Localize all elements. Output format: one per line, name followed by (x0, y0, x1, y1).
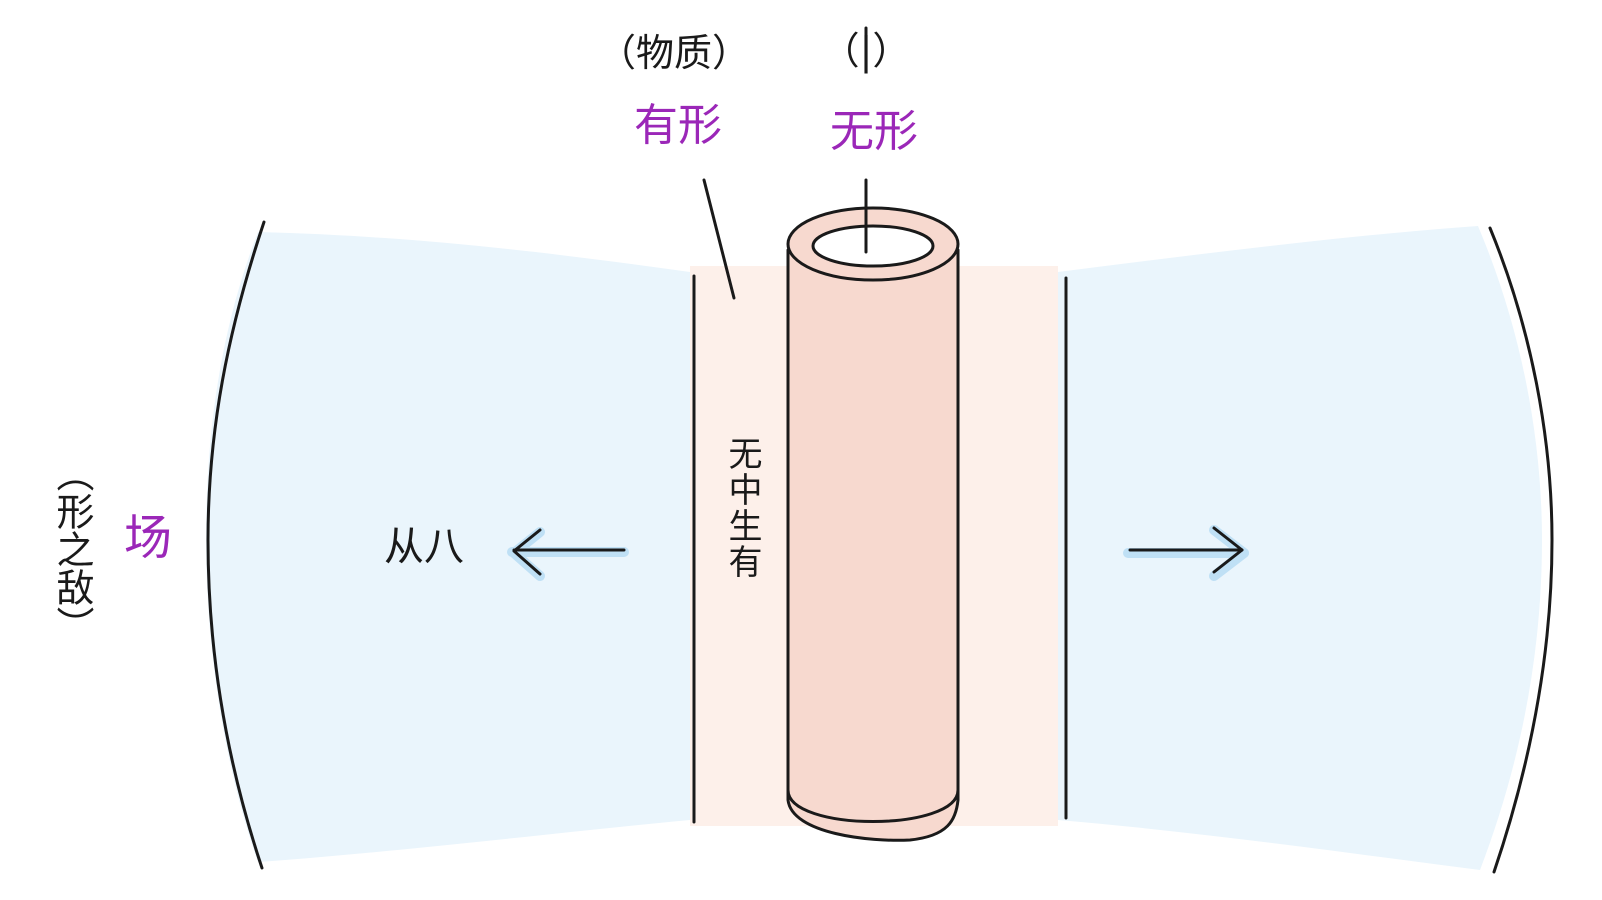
label-matter-bracket: （物质） (598, 31, 750, 75)
right-outer-boundary (1488, 226, 1554, 874)
left-field-region (206, 232, 690, 862)
right-field-region (1058, 226, 1542, 870)
label-top-right-bracket: （|） (822, 29, 911, 74)
label-left-vertical: （形之敌） (50, 454, 94, 644)
tube-hole (811, 224, 935, 268)
arrow-left-icon (507, 527, 629, 581)
left-outer-boundary (206, 220, 266, 870)
label-center-vertical: 无中生有 (722, 436, 762, 580)
label-invisible-form: 无形 (830, 106, 918, 157)
tube-body (786, 248, 960, 842)
label-left-arrow-text: 从八 (384, 524, 464, 570)
pointer-line-left (702, 178, 736, 300)
label-field: 场 (124, 510, 172, 566)
tube-bottom-rim (786, 789, 960, 823)
tube (786, 206, 960, 842)
label-visible-form: 有形 (634, 100, 722, 151)
arrow-right-icon (1123, 525, 1249, 581)
